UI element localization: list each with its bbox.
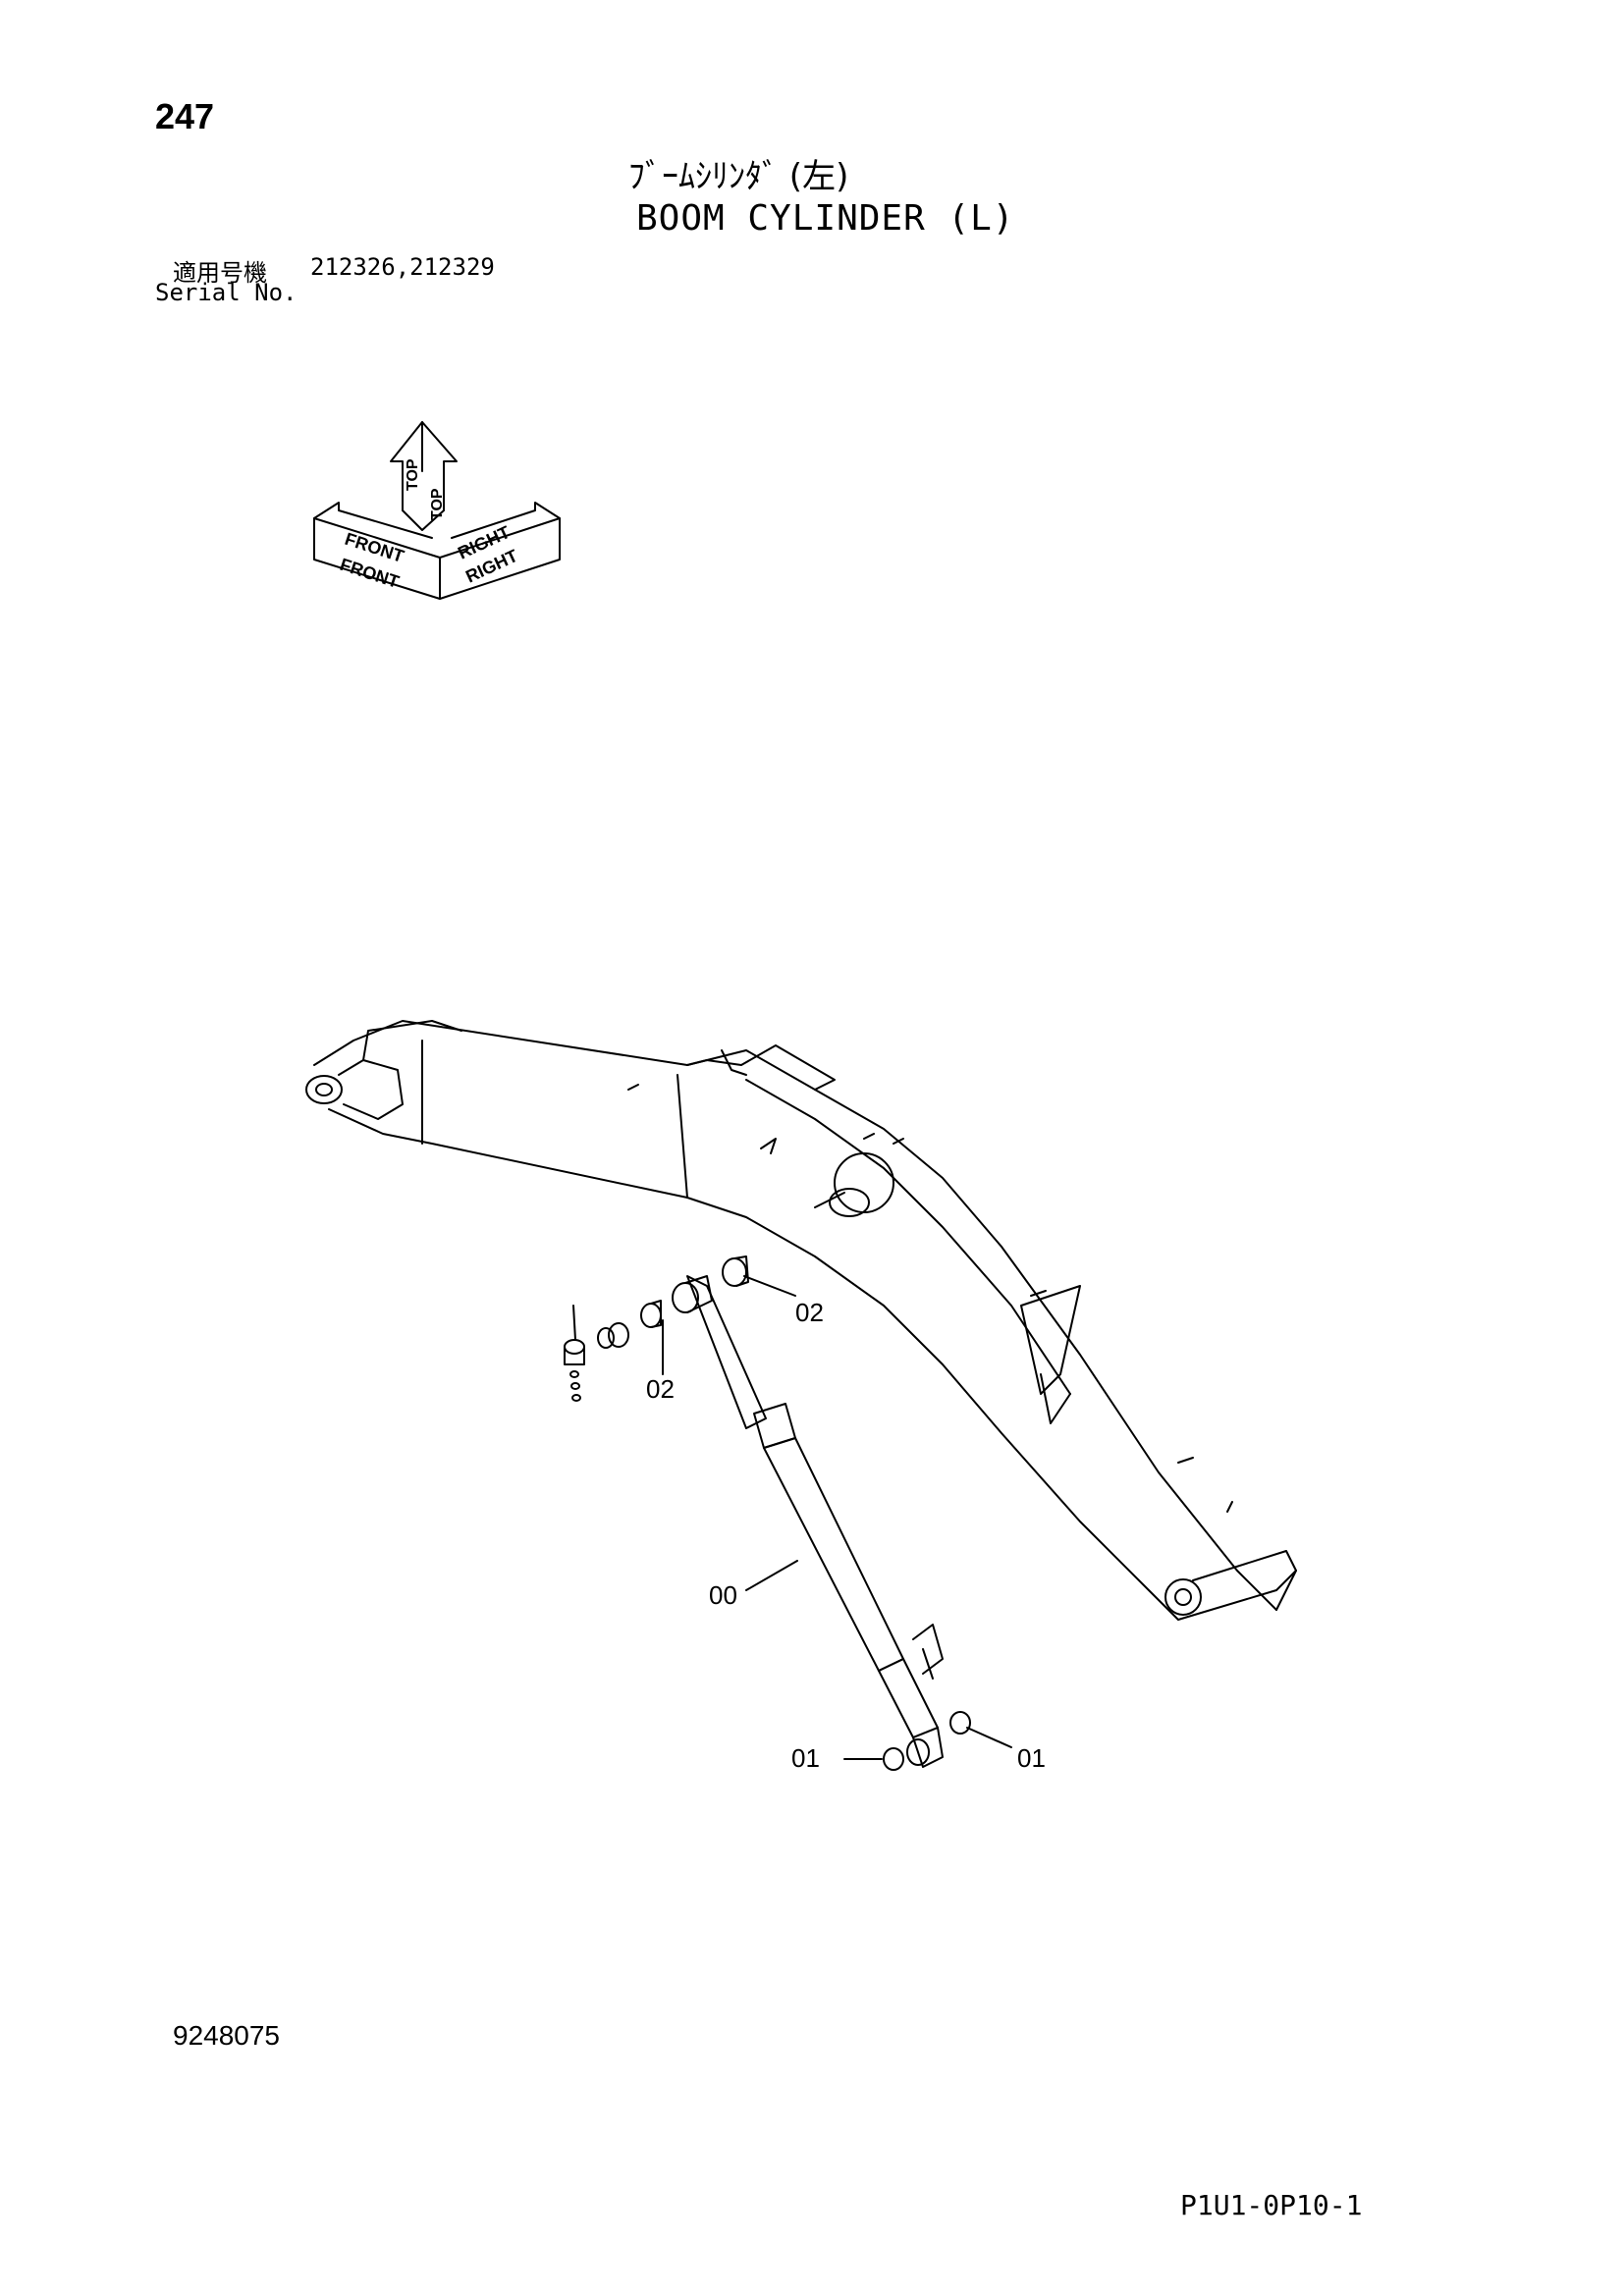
top-label-side: TOP <box>429 488 446 520</box>
title-japanese: ﾌﾞｰﾑｼﾘﾝﾀﾞ (左) <box>628 157 849 196</box>
bolt-assembly <box>564 1255 749 1402</box>
page-title: BOOM CYLINDER (L) <box>636 198 1015 239</box>
serial-label: Serial No. <box>155 279 298 306</box>
boom-structure <box>305 1020 1297 1621</box>
drawing-number: 9248075 <box>173 2020 281 2051</box>
callout-02-left: 02 <box>646 1374 675 1404</box>
serial-numbers: 212326,212329 <box>310 253 495 281</box>
page-number: 247 <box>155 96 215 136</box>
orientation-icon: FRONT FRONT TOP TOP RIGHT RIGHT <box>313 421 561 600</box>
callout-01-left: 01 <box>791 1743 820 1773</box>
callout-01-right: 01 <box>1017 1743 1046 1773</box>
serial-label-japanese: 適用号機 <box>173 259 267 287</box>
boom-cylinder <box>686 1275 971 1771</box>
page-code: P1U1-0P10-1 <box>1180 2189 1363 2221</box>
callout-00: 00 <box>709 1580 737 1610</box>
callout-02-right: 02 <box>795 1298 824 1327</box>
leader-lines <box>662 1275 1012 1760</box>
top-label: TOP <box>405 458 421 491</box>
